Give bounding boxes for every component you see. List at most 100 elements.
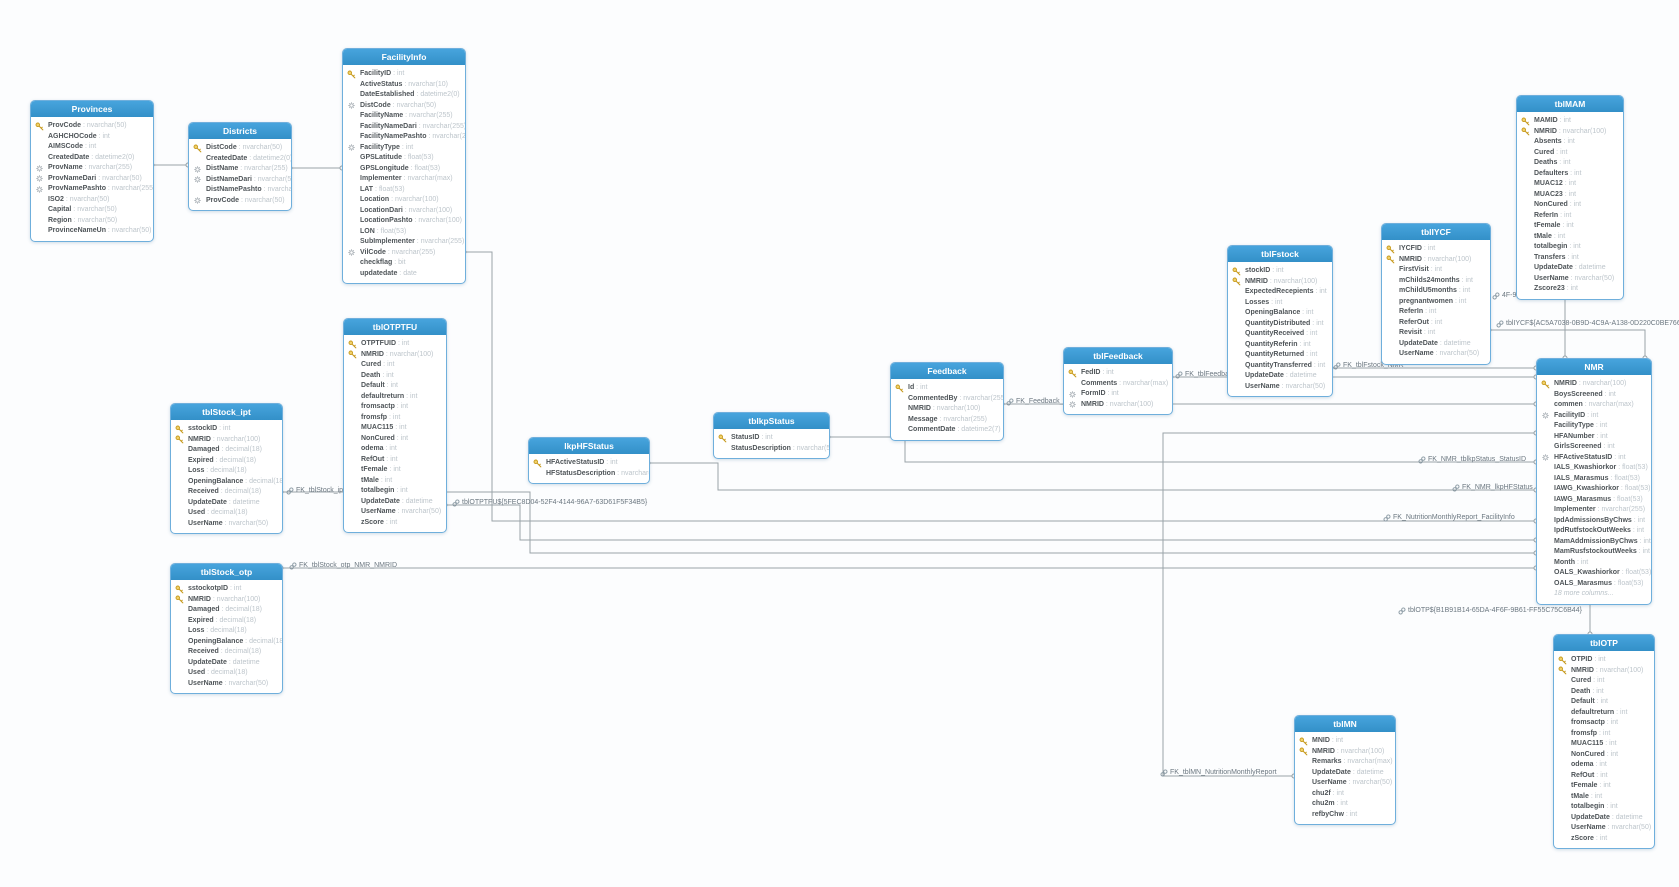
field-row: ReferIn : int	[1517, 211, 1621, 222]
more-columns-row[interactable]: 18 more columns...	[1554, 590, 1614, 597]
field-name: sstockotpID	[188, 585, 229, 592]
field-name: IALS_Kwashiorkor	[1554, 464, 1617, 471]
field-name: UserName	[1534, 274, 1569, 282]
field-type: : decimal(18)	[205, 669, 248, 676]
field-name: StatusID	[731, 434, 760, 441]
field-row: LON : float(53)	[343, 227, 463, 238]
field-name: QuantityTransferred	[1245, 361, 1312, 369]
field-row: IYCFID : int	[1382, 244, 1488, 255]
field-type: : int	[381, 361, 395, 368]
field-name: NMRID	[1554, 380, 1577, 387]
field-row: Cured : int	[1517, 148, 1621, 159]
field-name: Default	[361, 382, 385, 389]
fk-constraint-text: FK_tblStock_otp_NMR_NMRID	[299, 562, 398, 569]
field-name: MUAC115	[1571, 740, 1604, 747]
field-type: : int	[1593, 761, 1607, 768]
chain-link-icon	[1398, 607, 1406, 615]
field-name: chu2f	[1312, 789, 1331, 797]
field-row: IAWG_Marasmus : float(53)	[1537, 495, 1649, 506]
field-type: : int	[1594, 771, 1608, 779]
field-row: GPSLatitude : float(53)	[343, 153, 463, 164]
field-row: DistNameDari : nvarchar(50)	[189, 175, 291, 186]
field-row: HFStatusDescription : nvarchar(50)	[529, 469, 649, 480]
field-name: DistName	[206, 165, 239, 172]
field-name: OTPID	[1571, 656, 1593, 663]
field-type: : int	[1604, 803, 1618, 810]
field-name: HFANumber	[1554, 432, 1595, 440]
field-name: mChilds24months	[1399, 276, 1460, 284]
relationship-line-tblmn-nmr	[1162, 432, 1536, 777]
field-name: QuantityReferin	[1245, 340, 1298, 348]
field-type: : int	[83, 143, 97, 150]
field-type: : datetime	[226, 498, 260, 506]
field-type: : nvarchar(50)	[239, 196, 285, 204]
primary-key-icon	[718, 434, 727, 443]
field-type: : nvarchar(100)	[210, 435, 261, 443]
field-type: : int	[1456, 287, 1471, 294]
primary-key-icon	[193, 144, 202, 153]
field-type: : nvarchar(50)	[71, 216, 118, 224]
field-type: : nvarchar(50)	[1605, 824, 1652, 831]
foreign-key-icon	[1541, 453, 1550, 462]
table-lkphfstatus-title: lkpHFStatus	[529, 438, 649, 454]
field-name: NMRID	[1312, 747, 1335, 755]
field-name: UserName	[1245, 382, 1280, 390]
field-type: : datetime2(0)	[414, 91, 460, 98]
field-type: : datetime	[1572, 264, 1606, 271]
field-row: NonCured : int	[1554, 750, 1652, 761]
field-type: : int	[1453, 297, 1467, 305]
field-type: : nvarchar(10)	[402, 80, 448, 88]
field-type: : int	[1343, 810, 1358, 818]
field-type: : int	[1459, 276, 1473, 284]
field-type: : int	[228, 585, 242, 592]
field-type: : int	[1603, 740, 1617, 747]
field-row: NMRID : nvarchar(100)	[1554, 666, 1652, 677]
field-row: fromsactp : int	[344, 402, 444, 413]
table-districts-body: DistCode : nvarchar(50)CreatedDate : dat…	[189, 139, 291, 210]
field-row: UserName : nvarchar(50)	[171, 679, 280, 690]
field-name: NMRID	[361, 350, 384, 358]
field-row: QuantityTransferred : int	[1228, 361, 1330, 372]
field-type: : int	[1560, 222, 1574, 229]
field-name: HFActiveStatusID	[546, 459, 605, 466]
field-name: VilCode	[360, 248, 386, 256]
field-row: ExpectedRecepients : int	[1228, 287, 1330, 298]
field-row: ReferOut : int	[1382, 318, 1488, 329]
field-row: NMRID : nvarchar(100)	[891, 404, 1001, 415]
field-type: : float(53)	[374, 227, 407, 235]
field-type: : int	[1594, 432, 1608, 440]
chain-link-icon	[1418, 456, 1426, 464]
primary-key-icon	[1299, 747, 1308, 756]
field-type: : nvarchar(100)	[412, 217, 462, 224]
primary-key-icon	[1521, 127, 1530, 136]
field-type: : bit	[392, 259, 406, 266]
field-row: FirstVisit : int	[1382, 265, 1488, 276]
field-row: Deaths : int	[1517, 158, 1621, 169]
field-row: Cured : int	[344, 360, 444, 371]
field-row: OALS_Kwashiorkor : float(53)	[1537, 568, 1651, 579]
field-row: IALS_Marasmus : float(53)	[1537, 474, 1649, 485]
field-name: CreatedDate	[48, 153, 90, 161]
field-name: MUAC12	[1534, 180, 1563, 187]
chain-link-icon	[1492, 292, 1500, 300]
field-name: IAWG_Kwashiorkor	[1554, 485, 1619, 492]
field-name: ProvinceNameUn	[48, 227, 106, 234]
field-type: : nvarchar(100)	[1421, 255, 1472, 263]
